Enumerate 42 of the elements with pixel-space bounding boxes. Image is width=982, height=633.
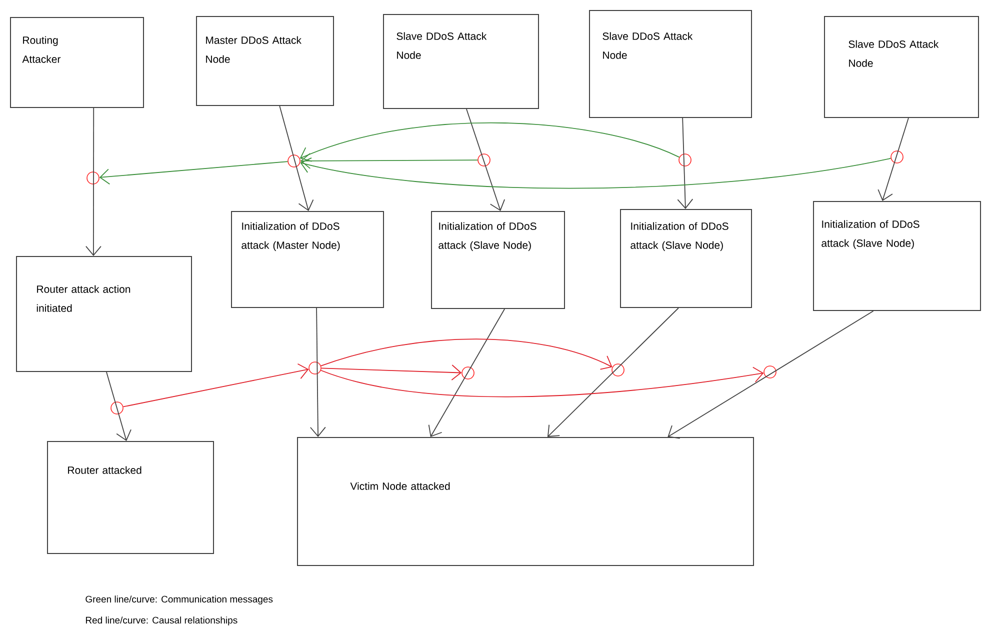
junction-circle (86, 172, 100, 184)
arrow (320, 366, 764, 398)
process-box: Router attacked (47, 441, 214, 554)
junction-circle (764, 366, 776, 378)
arrow (106, 372, 132, 441)
junction-circle (612, 364, 624, 376)
arrow (668, 310, 874, 439)
arrow (279, 106, 314, 211)
legend-text: Red line/curve: Causal relationships (86, 616, 238, 626)
process-box: Initialization of DDoS attack (Slave Node) (813, 201, 981, 311)
junction-circle (678, 154, 692, 166)
process-box: Router attack action initiated (16, 256, 192, 372)
process-box: Routing Attacker (10, 17, 144, 108)
legend-text: Green line/curve: Communication messages (86, 596, 273, 604)
process-box: Master DDoS Attack Node (196, 16, 334, 106)
process-box: Slave DDoS Attack Node (589, 10, 752, 118)
process-box: Slave DDoS Attack Node (824, 16, 979, 118)
process-box: Victim Node attacked (297, 437, 754, 566)
arrow (300, 158, 892, 189)
process-box: Slave DDoS Attack Node (383, 14, 539, 109)
arrow (320, 364, 462, 380)
arrow (428, 308, 506, 437)
arrow (300, 152, 478, 169)
junction-circle (462, 366, 474, 380)
arrow (122, 363, 309, 408)
arrow (547, 308, 679, 437)
junction-circle (478, 154, 490, 166)
arrow (466, 108, 506, 211)
process-box: Initialization of DDoS attack (Slave Node) (620, 209, 752, 308)
junction-circle (110, 402, 124, 414)
arrow (878, 118, 909, 201)
arrow (86, 108, 102, 256)
arrow (320, 338, 612, 370)
arrow (99, 161, 288, 185)
process-box: Initialization of DDoS attack (Slave Node) (431, 211, 565, 309)
arrow (300, 122, 680, 162)
junction-circle (308, 362, 322, 374)
arrow (310, 308, 326, 437)
process-box: Initialization of DDoS attack (Master Node) (231, 211, 384, 308)
arrow (677, 118, 694, 209)
junction-circle (288, 154, 300, 168)
junction-circle (890, 150, 904, 164)
